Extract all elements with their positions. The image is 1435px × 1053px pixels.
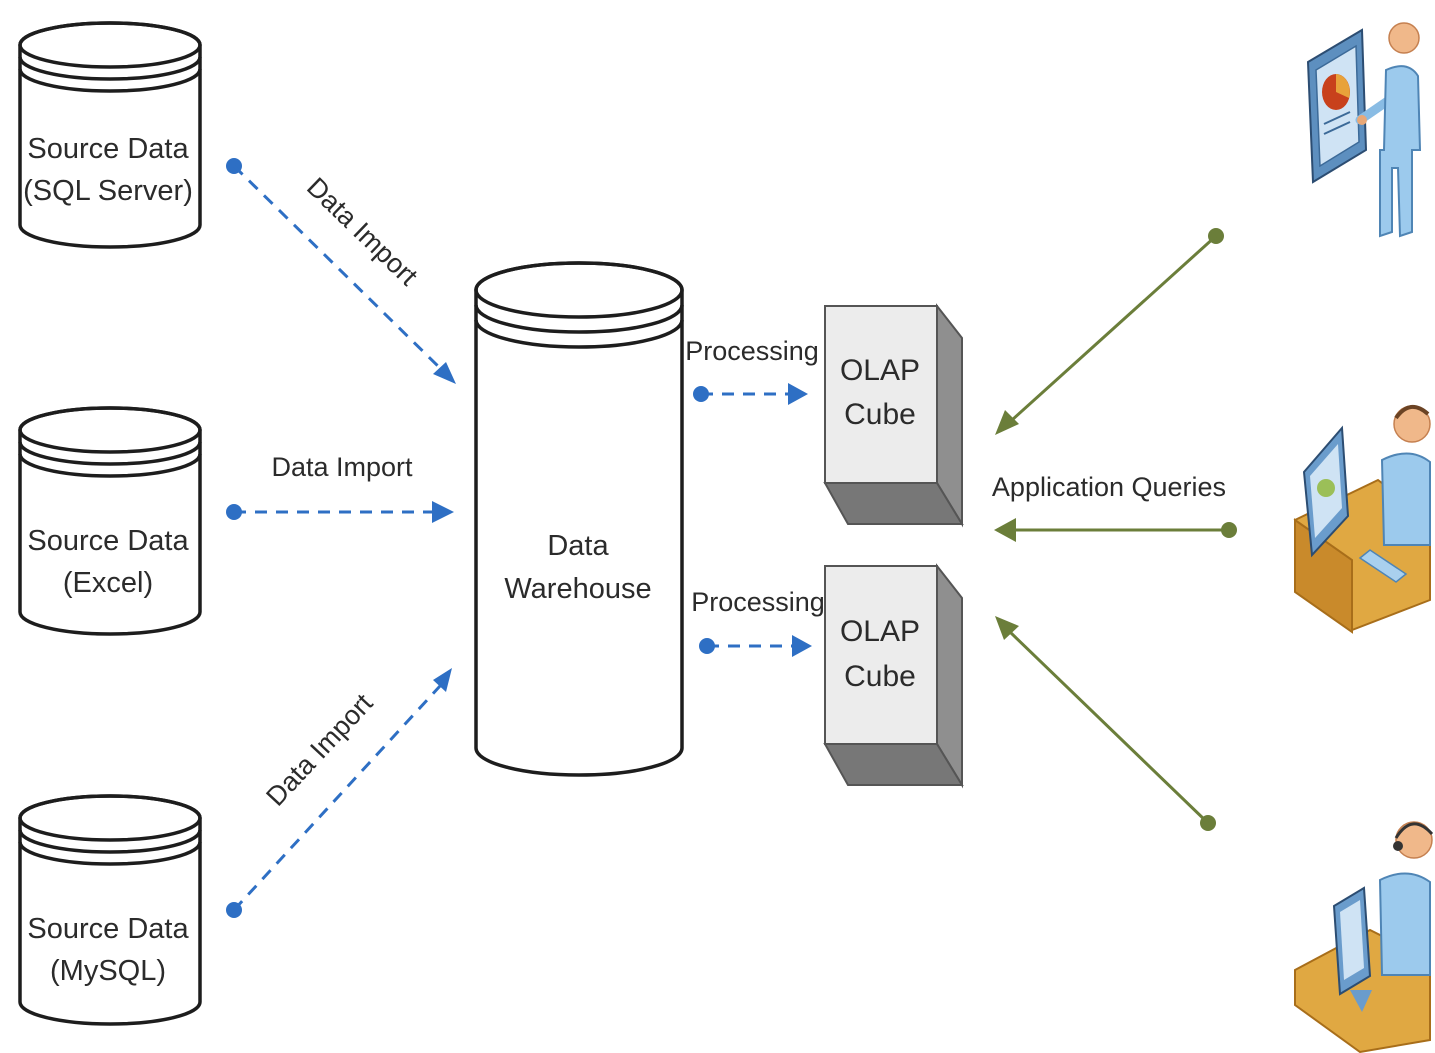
processing-arrow-bottom xyxy=(699,635,812,657)
data-warehouse-db: Data Warehouse xyxy=(474,261,684,777)
cube-label: OLAP xyxy=(840,615,920,648)
source-db-sublabel: (Excel) xyxy=(63,567,153,599)
warehouse-label: Data xyxy=(547,530,609,562)
source-db-sublabel: (SQL Server) xyxy=(23,175,193,207)
import-arrow-bottom xyxy=(226,668,452,918)
source-db-label: Source Data xyxy=(27,525,189,557)
processing-label-bottom: Processing xyxy=(691,587,825,617)
processing-label-top: Processing xyxy=(685,336,819,366)
source-db-excel: Source Data (Excel) xyxy=(18,406,202,636)
import-label-middle: Data Import xyxy=(271,452,413,482)
olap-cube-bottom: OLAP Cube xyxy=(823,563,964,789)
import-arrow-middle xyxy=(226,501,454,523)
source-db-mysql: Source Data (MySQL) xyxy=(18,794,202,1026)
query-arrow-top xyxy=(995,228,1224,435)
import-label-top: Data Import xyxy=(301,172,424,292)
presenter-icon xyxy=(1306,22,1422,238)
import-arrow-top xyxy=(226,158,456,384)
source-db-label: Source Data xyxy=(27,913,189,945)
query-arrow-bottom xyxy=(995,616,1216,831)
cube-label: OLAP xyxy=(840,354,920,387)
cube-sublabel: Cube xyxy=(844,398,916,431)
call-center-user-icon xyxy=(1294,821,1434,1053)
source-db-sublabel: (MySQL) xyxy=(50,955,166,987)
desk-user-icon xyxy=(1293,405,1431,634)
olap-cube-top: OLAP Cube xyxy=(823,303,964,528)
processing-arrow-top xyxy=(693,383,808,405)
warehouse-sublabel: Warehouse xyxy=(504,573,651,605)
source-db-label: Source Data xyxy=(27,133,189,165)
cube-sublabel: Cube xyxy=(844,660,916,693)
import-label-bottom: Data Import xyxy=(260,688,378,812)
queries-label: Application Queries xyxy=(992,472,1226,502)
query-arrow-middle xyxy=(994,518,1237,542)
source-db-sql-server: Source Data (SQL Server) xyxy=(18,21,202,249)
